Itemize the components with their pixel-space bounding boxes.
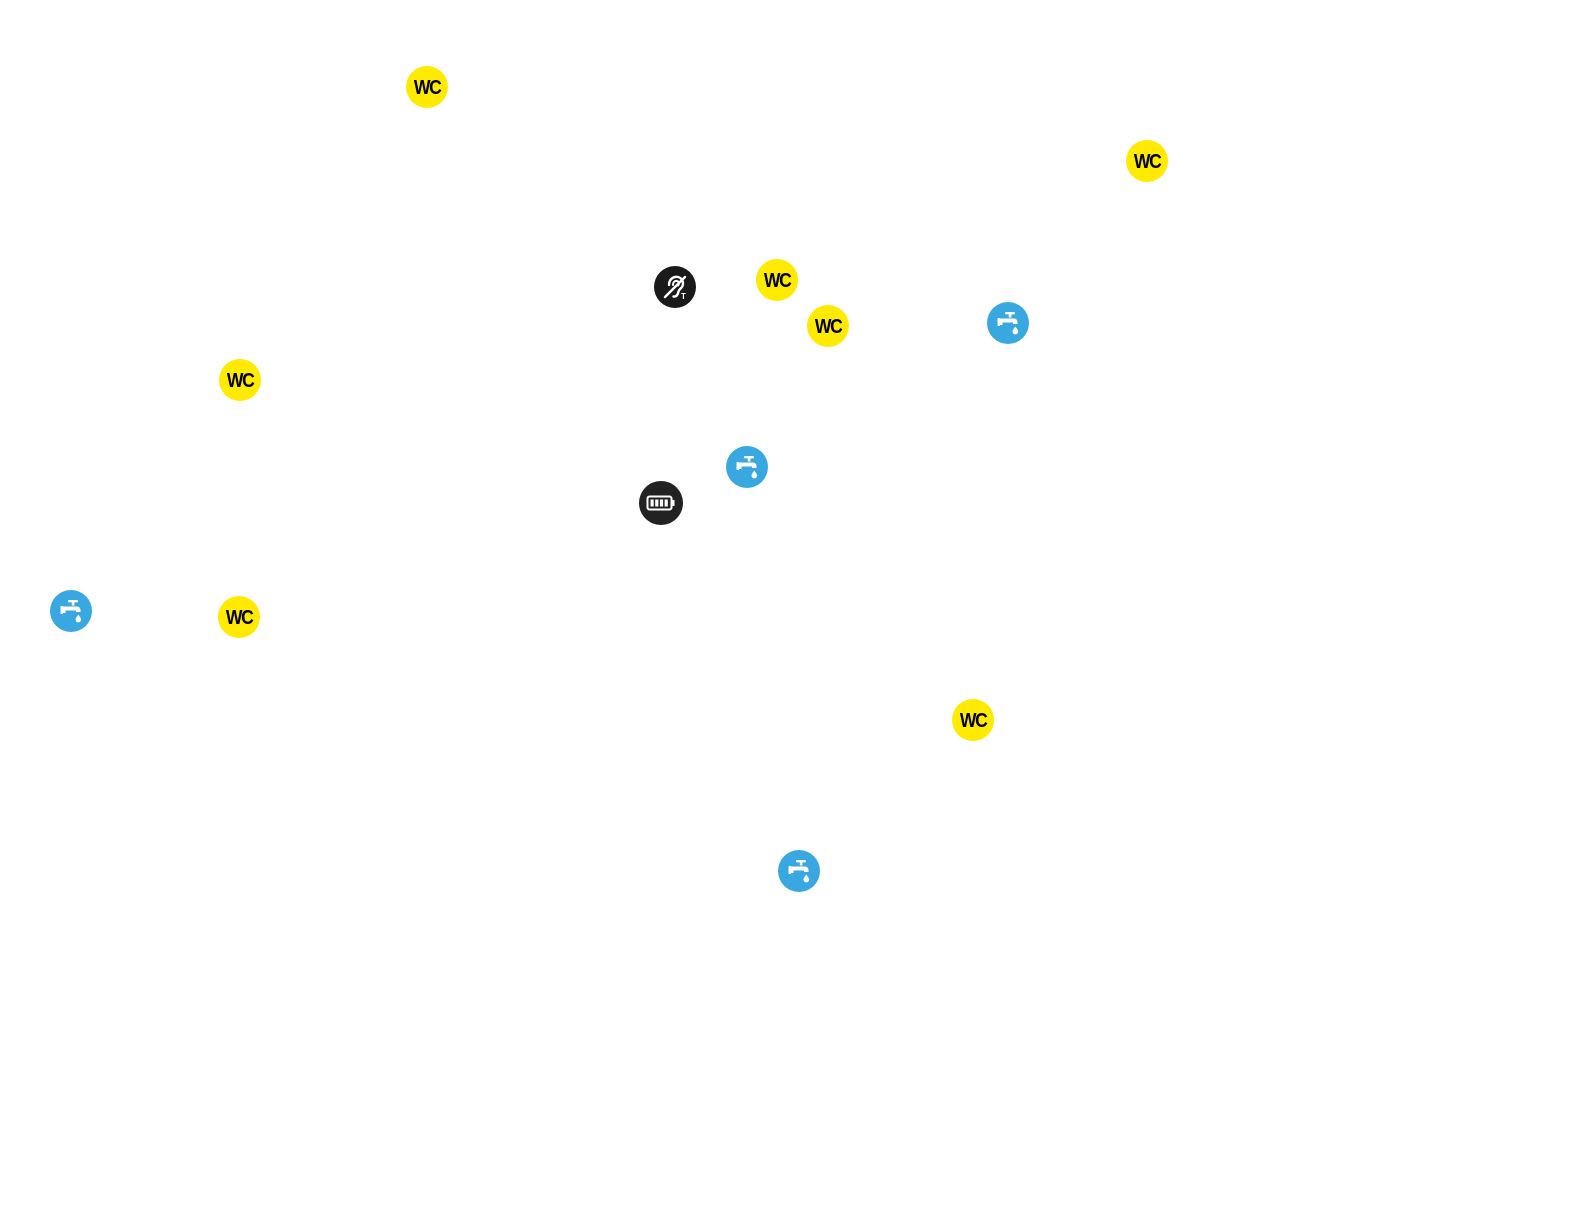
wc-icon: WC <box>226 369 255 392</box>
hearing-loop-icon: T <box>660 272 690 302</box>
wc-marker[interactable]: WC <box>807 305 849 347</box>
drinking-water-marker[interactable] <box>778 850 820 892</box>
wc-icon: WC <box>763 269 792 292</box>
wc-icon: WC <box>225 606 254 629</box>
battery-charging-icon <box>646 494 676 512</box>
drinking-water-marker[interactable] <box>50 590 92 632</box>
water-tap-icon <box>993 308 1023 338</box>
wc-marker[interactable]: WC <box>952 699 994 741</box>
water-tap-icon <box>784 856 814 886</box>
water-tap-icon <box>732 452 762 482</box>
wc-marker[interactable]: WC <box>219 359 261 401</box>
charging-marker[interactable] <box>639 481 683 525</box>
wc-icon: WC <box>814 315 843 338</box>
wc-icon: WC <box>959 709 988 732</box>
drinking-water-marker[interactable] <box>726 446 768 488</box>
wc-marker[interactable]: WC <box>406 66 448 108</box>
wc-marker[interactable]: WC <box>756 259 798 301</box>
wc-marker[interactable]: WC <box>218 596 260 638</box>
wc-marker[interactable]: WC <box>1126 140 1168 182</box>
wc-icon: WC <box>413 76 442 99</box>
svg-text:T: T <box>681 292 686 301</box>
hearing-loop-marker[interactable]: T <box>654 266 696 308</box>
water-tap-icon <box>56 596 86 626</box>
wc-icon: WC <box>1133 150 1162 173</box>
drinking-water-marker[interactable] <box>987 302 1029 344</box>
